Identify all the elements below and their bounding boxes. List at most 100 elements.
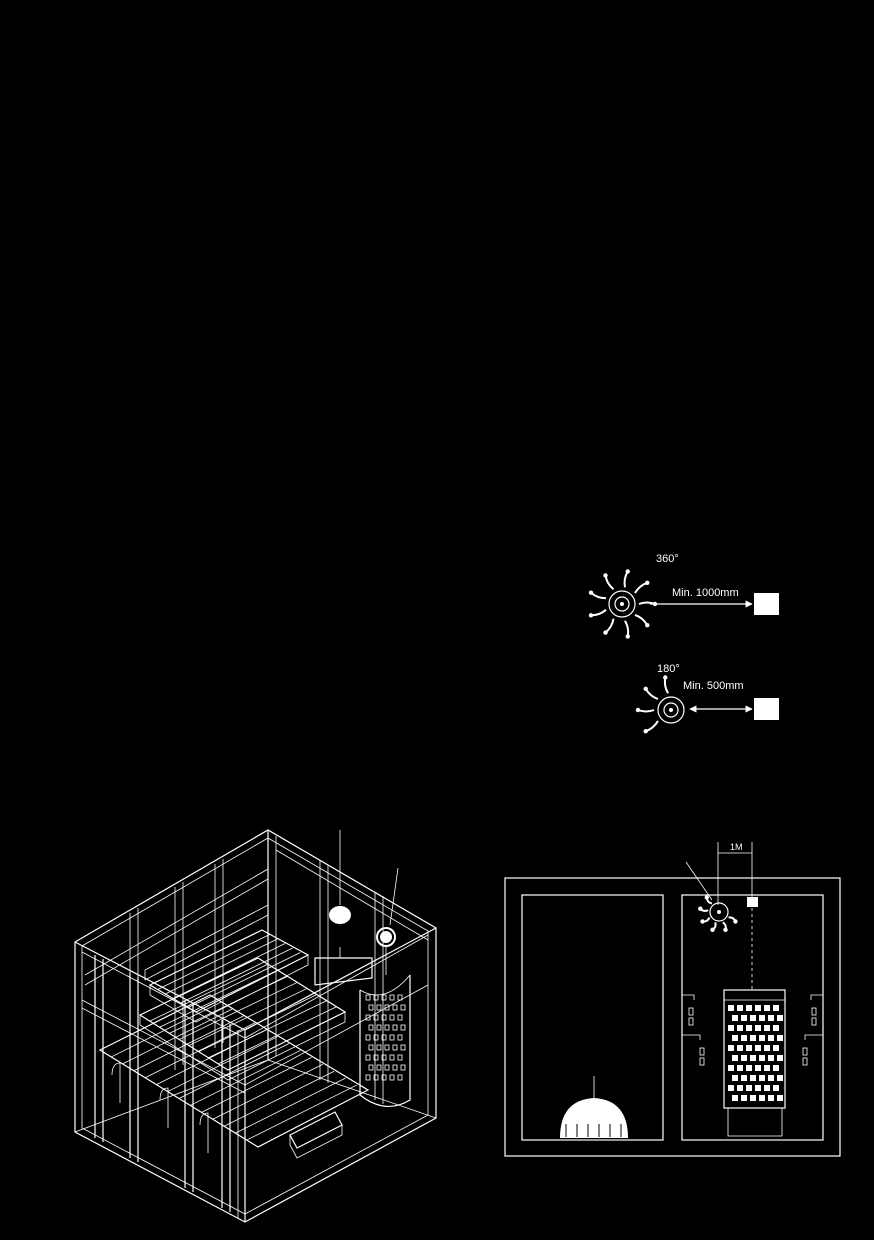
- elevation-right-room: [681, 894, 824, 1141]
- heater-stone-block: [777, 1095, 783, 1101]
- heater-vent-hole: [397, 1074, 403, 1081]
- dimension-1m-label: 1M: [730, 842, 743, 852]
- heat-wave-arrowhead: [645, 580, 650, 585]
- heater-vent-hole: [392, 1044, 398, 1051]
- heat-wave-arrowhead: [700, 919, 705, 924]
- elevation-left-room: [521, 894, 664, 1141]
- heater-stone-block: [759, 1095, 765, 1101]
- heater-vent-hole: [368, 1024, 374, 1031]
- wall-bracket-block: [688, 1007, 694, 1016]
- wall-bracket-block: [699, 1057, 705, 1066]
- heat-wave-arrowhead: [663, 675, 668, 680]
- foot-stool: [289, 1111, 343, 1159]
- heater-vent-hole: [392, 1024, 398, 1031]
- heater-stone-block: [737, 1085, 743, 1091]
- wall-bracket-block: [811, 1007, 817, 1016]
- ceiling-sensors: [329, 830, 399, 975]
- heater-stone-block: [737, 1025, 743, 1031]
- heat-wave-arrowhead: [645, 623, 650, 628]
- heater-vent-hole: [397, 994, 403, 1001]
- heater-stone-block: [728, 1085, 734, 1091]
- heater-vent-hole: [400, 1044, 406, 1051]
- heat-wave-arrow: [590, 609, 607, 617]
- upper-bench: [144, 904, 310, 1023]
- heat-wave-arrowhead: [625, 569, 630, 574]
- heater-vent-hole: [373, 1034, 379, 1041]
- heater-vent-hole: [365, 1014, 371, 1021]
- heater-stone-block: [750, 1095, 756, 1101]
- heater-stone-block: [741, 1035, 747, 1041]
- heater-stone-block: [755, 1045, 761, 1051]
- heater-vent-hole: [381, 1054, 387, 1061]
- heater-cylinder: [314, 957, 411, 1107]
- heater-stone-block: [746, 1085, 752, 1091]
- coverage-360-distance-label: Min. 1000mm: [672, 587, 739, 599]
- heater-stone-block: [755, 1085, 761, 1091]
- heater-stone-block: [746, 1065, 752, 1071]
- heater-vent-hole: [392, 1064, 398, 1071]
- bench-slat: [201, 1056, 312, 1113]
- heater-vent-hole: [389, 994, 395, 1001]
- heater-stone-block: [750, 1015, 756, 1021]
- heat-wave-arrowhead: [603, 630, 608, 635]
- heater-vent-hole: [368, 1004, 374, 1011]
- heat-wave-arrowhead: [643, 686, 648, 691]
- bench-slat: [167, 1036, 278, 1092]
- heater-stone-block: [746, 1025, 752, 1031]
- heater-stone-block: [768, 1075, 774, 1081]
- heater-vent-hole: [365, 994, 371, 1001]
- heater-stone-block: [768, 1015, 774, 1021]
- heat-wave-arrow: [590, 591, 607, 600]
- heater-stone-block: [764, 1005, 770, 1011]
- sauna-cabin-isometric: [74, 829, 437, 1223]
- ceiling-sensor-omni-icon: [588, 569, 658, 639]
- heater-stone-block: [746, 1045, 752, 1051]
- heater-stone-block: [746, 1005, 752, 1011]
- heat-wave-arrow: [604, 618, 615, 634]
- front-wall-studs: [81, 955, 429, 1212]
- heat-wave-arrow: [645, 720, 659, 733]
- heater-vent-hole: [400, 1024, 406, 1031]
- heater-vent-hole: [373, 1014, 379, 1021]
- heat-wave-arrowhead: [733, 919, 738, 924]
- bench-slat: [178, 1043, 290, 1099]
- wall-bracket-block: [802, 1057, 808, 1066]
- heat-wave-arrow: [634, 581, 648, 594]
- heater-vent-hole: [373, 994, 379, 1001]
- heater-vent-hole: [397, 1014, 403, 1021]
- heater-vent-hole: [368, 1064, 374, 1071]
- heater-stone-block: [741, 1015, 747, 1021]
- heater-stone-block: [777, 1015, 783, 1021]
- bench-slat: [157, 934, 270, 990]
- heat-wave-arrowhead: [588, 590, 594, 595]
- heater-stone-block: [732, 1055, 738, 1061]
- heat-wave-arrow: [634, 613, 649, 626]
- heater-stone-block: [755, 1025, 761, 1031]
- heater-stone-block: [755, 1065, 761, 1071]
- heater-stone-block: [750, 1075, 756, 1081]
- heater-stone-block: [728, 1025, 734, 1031]
- heater-stone-block: [755, 1005, 761, 1011]
- heater-vent-hole: [397, 1034, 403, 1041]
- elevation-outer-box: [504, 877, 841, 1157]
- heat-wave-arrow: [604, 575, 615, 591]
- back-wall-studs: [84, 859, 269, 1095]
- heater-stone-block: [768, 1055, 774, 1061]
- heat-wave-arrowhead: [603, 573, 608, 578]
- heater-vent-hole: [400, 1004, 406, 1011]
- bench-slat: [111, 1001, 222, 1058]
- bench-slat: [133, 1015, 245, 1072]
- heater-vent-hole: [397, 1054, 403, 1061]
- heater-stone-block: [777, 1055, 783, 1061]
- heater-vent-hole: [384, 1004, 390, 1011]
- wall-bracket-block: [802, 1047, 808, 1056]
- heater-stone-block: [737, 1005, 743, 1011]
- heater-stone-block: [741, 1075, 747, 1081]
- heater-stone-block: [750, 1035, 756, 1041]
- heater-stone-block: [732, 1075, 738, 1081]
- heat-wave-arrow: [644, 688, 659, 701]
- heater-vent-hole: [376, 1064, 382, 1071]
- lower-bench: [98, 994, 370, 1148]
- heater-vent-hole: [373, 1054, 379, 1061]
- dome-heater-icon: [560, 1076, 628, 1138]
